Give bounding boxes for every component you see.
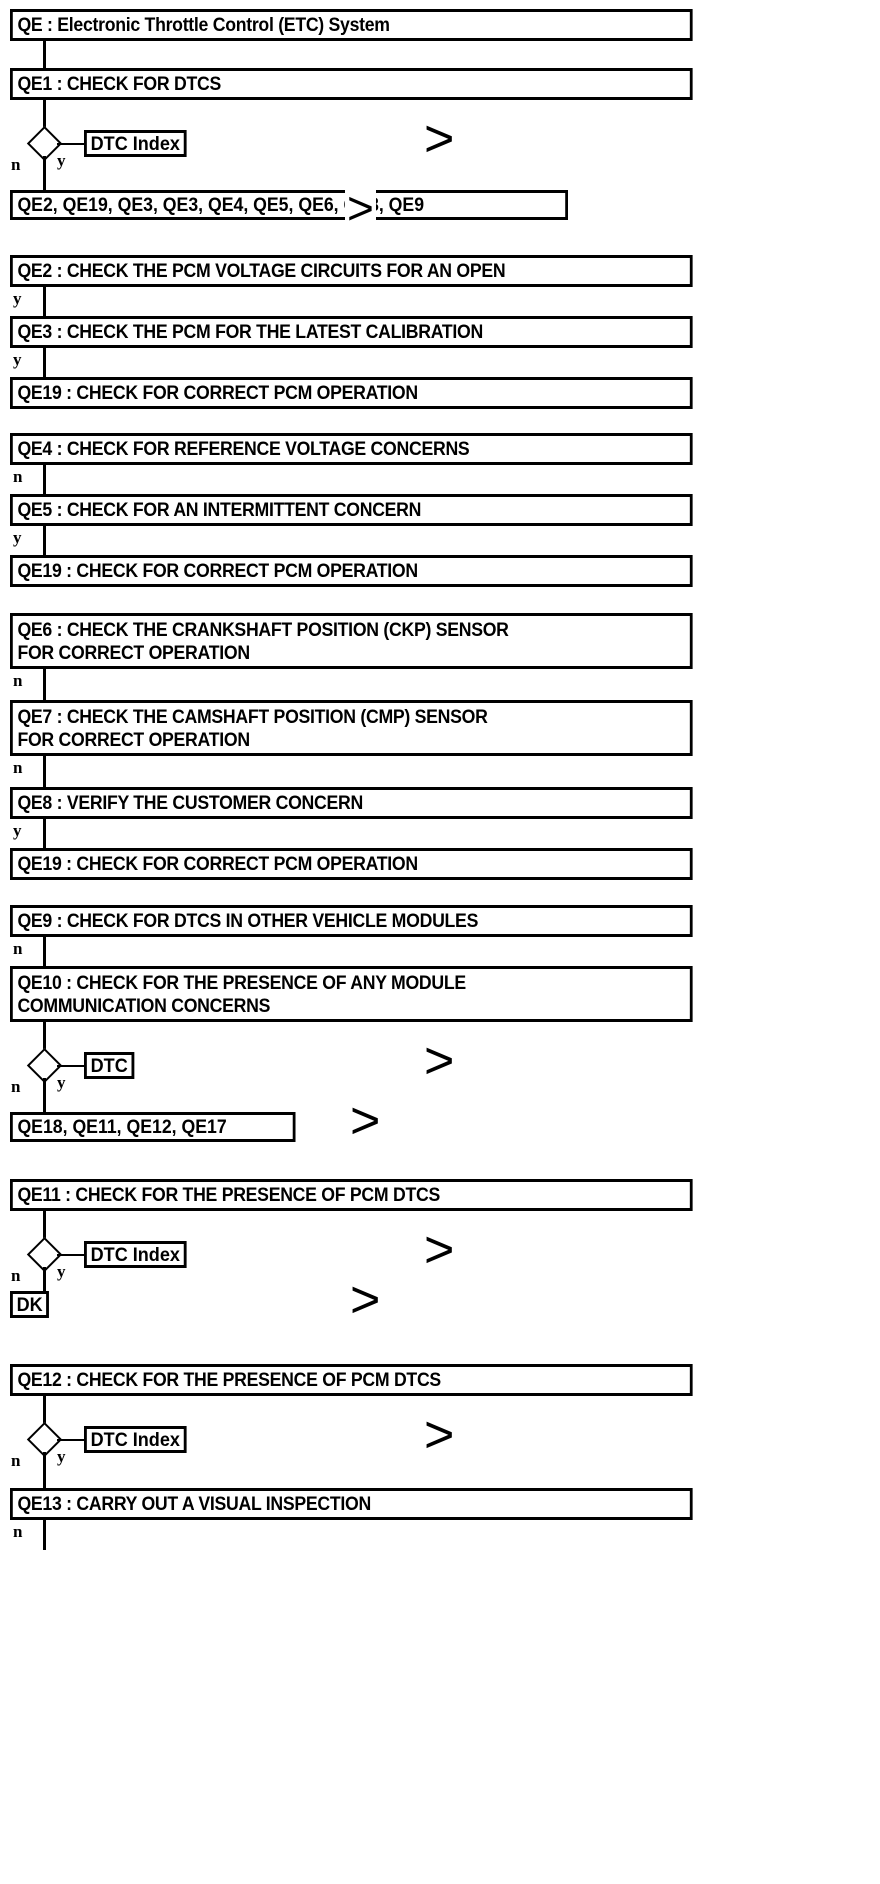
- branch-label-yes-2: y: [57, 1073, 66, 1092]
- goto-list-box-2[interactable]: QE18, QE11, QE12, QE17: [10, 1112, 296, 1142]
- step-box-qe19-b[interactable]: QE19 : CHECK FOR CORRECT PCM OPERATION: [10, 555, 693, 587]
- chevron-icon-7[interactable]: >: [424, 1406, 455, 1464]
- step-box-qe2[interactable]: QE2 : CHECK THE PCM VOLTAGE CIRCUITS FOR…: [10, 255, 693, 287]
- chevron-icon-4[interactable]: >: [350, 1092, 381, 1150]
- branch-label-no-2: n: [11, 1077, 21, 1096]
- branch-label-yes-3: y: [57, 1262, 66, 1281]
- branch-label-yes-4: y: [57, 1447, 66, 1466]
- ref-box-dtc-index-2[interactable]: DTC Index: [84, 1241, 187, 1268]
- branch-label-qe9-no: n: [13, 939, 23, 958]
- connector-qe4-to-qe5: [43, 465, 46, 494]
- connector-qe8-to-qe19c: [43, 819, 46, 848]
- branch-label-qe6-no: n: [13, 671, 23, 690]
- connector-qe6-to-qe7: [43, 669, 46, 700]
- chevron-icon-1[interactable]: >: [424, 110, 455, 168]
- connector-decision3-no: [43, 1267, 46, 1291]
- connector-qe5-to-qe19b: [43, 526, 46, 555]
- branch-label-no-3: n: [11, 1266, 21, 1285]
- step-box-qe12[interactable]: QE12 : CHECK FOR THE PRESENCE OF PCM DTC…: [10, 1364, 693, 1396]
- step-box-qe10[interactable]: QE10 : CHECK FOR THE PRESENCE OF ANY MOD…: [10, 966, 693, 1022]
- chevron-icon-6[interactable]: >: [350, 1271, 381, 1329]
- connector-qe12-to-decision4: [43, 1396, 46, 1424]
- connector-qe2-to-qe3: [43, 287, 46, 316]
- branch-label-qe3-yes: y: [13, 350, 22, 369]
- branch-label-no-1: n: [11, 155, 21, 174]
- connector-qe9-to-qe10: [43, 937, 46, 966]
- branch-label-qe8-yes: y: [13, 821, 22, 840]
- connector-decision1-yes: [57, 143, 84, 145]
- connector-qe11-to-decision3: [43, 1211, 46, 1239]
- ref-box-dk[interactable]: DK: [10, 1291, 50, 1318]
- step-box-qe19-c[interactable]: QE19 : CHECK FOR CORRECT PCM OPERATION: [10, 848, 693, 880]
- ref-box-dtc-index-3[interactable]: DTC Index: [84, 1426, 187, 1453]
- connector-qe3-to-qe19a: [43, 348, 46, 377]
- connector-qe1-to-decision1: [43, 100, 46, 128]
- branch-label-yes-1: y: [57, 151, 66, 170]
- connector-decision3-yes: [57, 1254, 84, 1256]
- goto-list-1-text: QE2, QE19, QE3, QE3, QE4, QE5, QE6, QE8,…: [17, 195, 425, 216]
- step-box-qe6[interactable]: QE6 : CHECK THE CRANKSHAFT POSITION (CKP…: [10, 613, 693, 669]
- chevron-icon-3[interactable]: >: [424, 1032, 455, 1090]
- step-box-qe5[interactable]: QE5 : CHECK FOR AN INTERMITTENT CONCERN: [10, 494, 693, 526]
- connector-decision2-no: [43, 1078, 46, 1112]
- connector-qe13-bottom: [43, 1520, 46, 1550]
- step-box-qe19-a[interactable]: QE19 : CHECK FOR CORRECT PCM OPERATION: [10, 377, 693, 409]
- step-box-qe1[interactable]: QE1 : CHECK FOR DTCS: [10, 68, 693, 100]
- goto-list-box-1[interactable]: QE2, QE19, QE3, QE3, QE4, QE5, QE6, QE8,…: [10, 190, 568, 220]
- branch-label-qe7-no: n: [13, 758, 23, 777]
- ref-box-dtc-index-1[interactable]: DTC Index: [84, 130, 187, 157]
- ref-box-dtc[interactable]: DTC: [84, 1052, 135, 1079]
- connector-decision4-no: [43, 1452, 46, 1488]
- branch-label-qe5-yes: y: [13, 528, 22, 547]
- branch-label-no-4: n: [11, 1451, 21, 1470]
- connector-qe10-to-decision2: [43, 1022, 46, 1050]
- branch-label-qe13-no: n: [13, 1522, 23, 1541]
- step-box-qe11[interactable]: QE11 : CHECK FOR THE PRESENCE OF PCM DTC…: [10, 1179, 693, 1211]
- chevron-icon-5[interactable]: >: [424, 1221, 455, 1279]
- step-box-qe3[interactable]: QE3 : CHECK THE PCM FOR THE LATEST CALIB…: [10, 316, 693, 348]
- branch-label-qe4-no: n: [13, 467, 23, 486]
- step-box-qe4[interactable]: QE4 : CHECK FOR REFERENCE VOLTAGE CONCER…: [10, 433, 693, 465]
- step-box-qe[interactable]: QE : Electronic Throttle Control (ETC) S…: [10, 9, 693, 41]
- branch-label-qe2-yes: y: [13, 289, 22, 308]
- connector-qe7-to-qe8: [43, 756, 46, 787]
- connector-decision4-yes: [57, 1439, 84, 1441]
- step-box-qe7[interactable]: QE7 : CHECK THE CAMSHAFT POSITION (CMP) …: [10, 700, 693, 756]
- connector-qe-to-qe1: [43, 41, 46, 68]
- connector-decision1-no: [43, 156, 46, 190]
- connector-decision2-yes: [57, 1065, 84, 1067]
- chevron-icon-2[interactable]: >: [345, 182, 376, 234]
- step-box-qe13[interactable]: QE13 : CARRY OUT A VISUAL INSPECTION: [10, 1488, 693, 1520]
- step-box-qe9[interactable]: QE9 : CHECK FOR DTCS IN OTHER VEHICLE MO…: [10, 905, 693, 937]
- step-box-qe8[interactable]: QE8 : VERIFY THE CUSTOMER CONCERN: [10, 787, 693, 819]
